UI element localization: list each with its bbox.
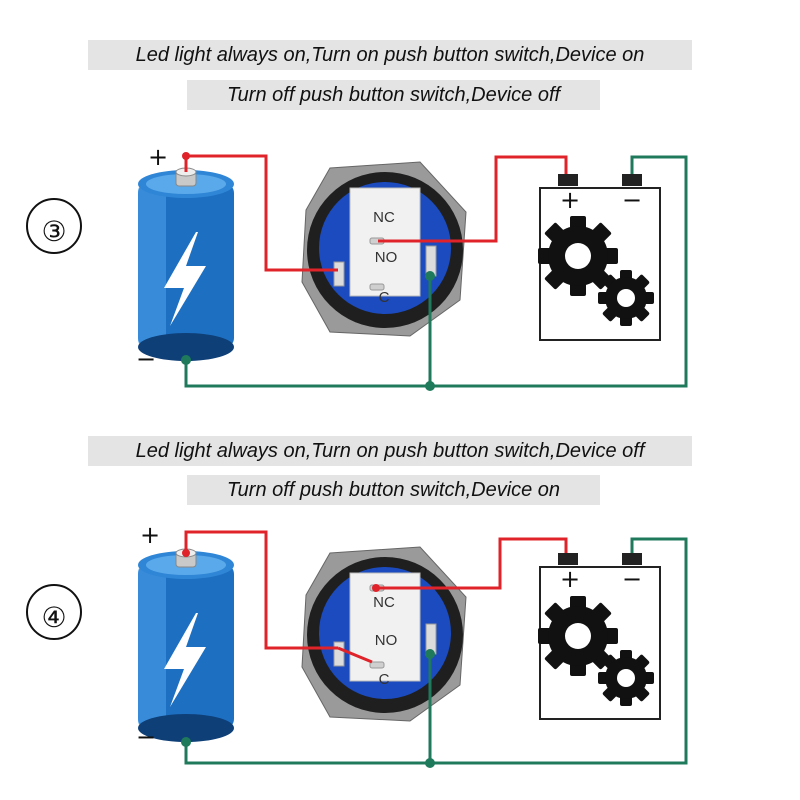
- push-button-switch-icon: [301, 161, 467, 337]
- battery-minus-3: −: [136, 345, 156, 373]
- caption-3-line2: Turn off push button switch,Device off: [187, 80, 600, 110]
- positive-wire-3: [184, 154, 568, 272]
- pin-label-no-3: NO: [375, 249, 398, 266]
- pin-label-nc-3: NC: [373, 209, 395, 226]
- pin-label-nc-4: NC: [373, 594, 395, 611]
- battery-plus-3: +: [148, 143, 168, 171]
- device-plus-4: +: [560, 565, 580, 593]
- lightning-icon: [164, 613, 206, 707]
- battery-minus-4: −: [136, 723, 156, 751]
- gear-icon: [538, 596, 618, 676]
- pin-label-no-4: NO: [375, 632, 398, 649]
- device-minus-3: −: [622, 186, 642, 214]
- battery-icon: [138, 167, 234, 361]
- pin-label-c-4: C: [379, 671, 390, 688]
- device-plus-3: +: [560, 186, 580, 214]
- caption-3-line1: Led light always on,Turn on push button …: [88, 40, 692, 70]
- device-minus-4: −: [622, 565, 642, 593]
- negative-wire-4: [184, 537, 688, 765]
- positive-wire-4: [184, 530, 568, 664]
- wiring-diagram-4: ④ + − NC NO C + −: [0, 400, 800, 800]
- caption-4-line2: Turn off push button switch,Device on: [187, 475, 600, 505]
- battery-plus-4: +: [140, 521, 160, 549]
- wiring-diagram-3: ③ + − NC NO C + −: [0, 0, 800, 391]
- gear-icon: [538, 216, 618, 296]
- push-button-switch-icon: [301, 546, 467, 722]
- lightning-icon: [164, 232, 206, 326]
- diagram-number-4-text: ④: [41, 602, 66, 633]
- gear-icon: [598, 650, 654, 706]
- negative-wire-3: [184, 155, 688, 388]
- pin-label-c-3: C: [379, 289, 390, 306]
- diagram-number-3-text: ③: [41, 216, 66, 247]
- diagram-number-3: ③: [26, 198, 82, 254]
- gear-icon: [598, 270, 654, 326]
- battery-icon: [138, 548, 234, 742]
- diagram-number-4: ④: [26, 584, 82, 640]
- caption-4-line1: Led light always on,Turn on push button …: [88, 436, 692, 466]
